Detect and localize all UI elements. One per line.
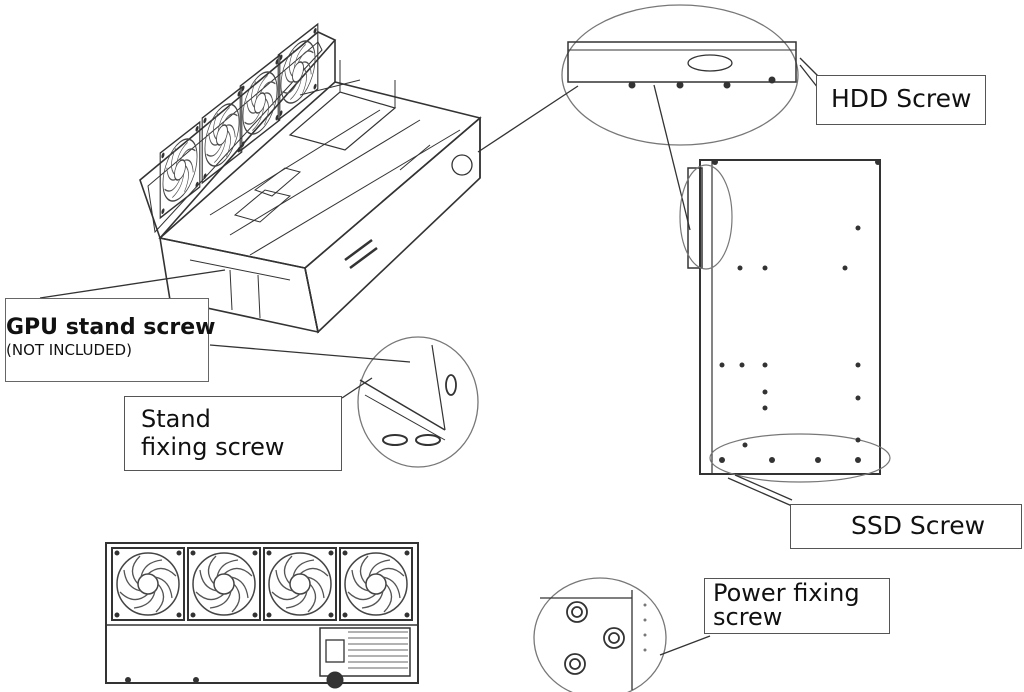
stand-screw-detail-zoom [209, 336, 479, 468]
power-fixing-screw-line2: screw [713, 603, 783, 631]
power-fixing-screw-line1: Power fixing [713, 579, 860, 607]
stand-fixing-screw-line1: Stand [141, 405, 211, 433]
stand-fixing-screw-label: Stand fixing screw [124, 396, 342, 471]
ssd-screw-label: SSD Screw [790, 504, 1022, 549]
case-isometric-drawing [139, 23, 482, 334]
ssd-screw-text: SSD Screw [851, 511, 986, 540]
gpu-not-included-text: (NOT INCLUDED) [6, 341, 132, 359]
gpu-stand-screw-text: GPU stand screw [6, 315, 216, 340]
front-fan-view [105, 542, 419, 689]
gpu-screw-pointer [39, 269, 226, 299]
stand-fixing-screw-line2: fixing screw [141, 433, 285, 461]
side-panel-drawing [679, 159, 891, 507]
hdd-screw-text: HDD Screw [831, 84, 972, 113]
power-screw-detail-zoom [533, 577, 711, 692]
power-fixing-screw-label: Power fixing screw [704, 578, 890, 634]
hdd-detail-zoom [477, 4, 819, 231]
gpu-stand-screw-label: GPU stand screw (NOT INCLUDED) [5, 298, 216, 382]
hdd-screw-label: HDD Screw [816, 75, 986, 125]
